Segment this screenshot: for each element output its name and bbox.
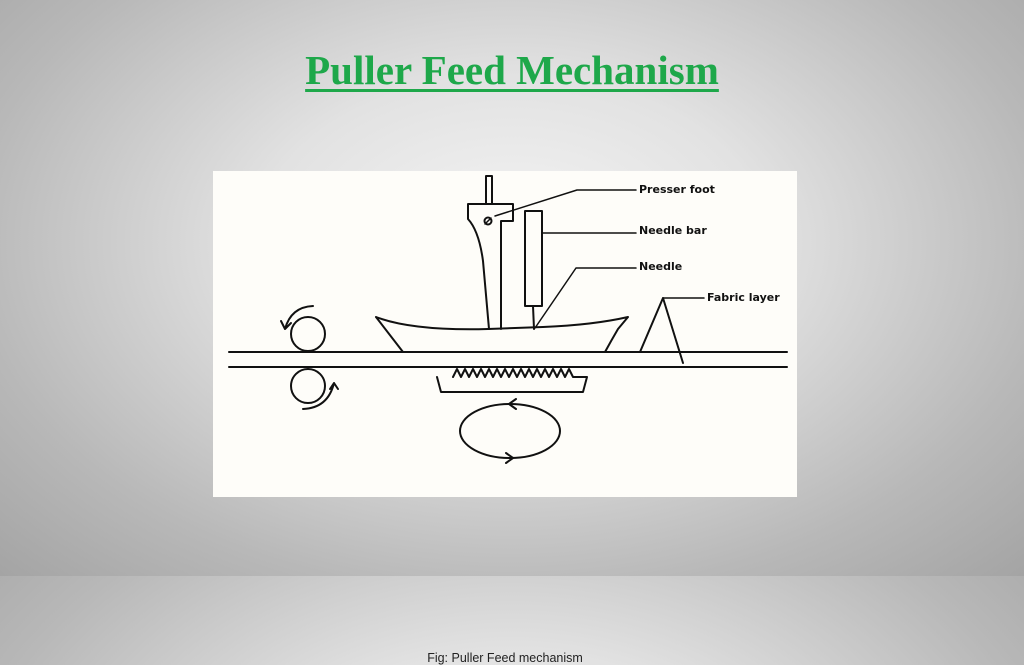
figure-caption: Fig: Puller Feed mechanism bbox=[427, 651, 583, 665]
puller-feed-diagram: Presser foot Needle bar Needle Fabric la… bbox=[213, 171, 797, 665]
pointer-needle bbox=[534, 267, 637, 329]
presser-foot-base bbox=[375, 316, 629, 353]
top-roller-arrow bbox=[280, 305, 314, 330]
fabric-layer-mark bbox=[639, 297, 684, 364]
bottom-roller-arrow bbox=[302, 382, 339, 410]
label-needle: Needle bbox=[639, 260, 682, 273]
feed-dog-motion-path bbox=[459, 403, 561, 459]
pointer-presser-foot bbox=[494, 189, 637, 217]
presser-foot-screw bbox=[483, 216, 493, 226]
presser-foot-shank bbox=[467, 175, 514, 330]
needle-bar bbox=[524, 210, 543, 307]
label-fabric-layer: Fabric layer bbox=[707, 291, 780, 304]
label-presser-foot: Presser foot bbox=[639, 183, 715, 196]
motion-arrow-bottom bbox=[505, 452, 514, 464]
feed-dog bbox=[436, 368, 588, 393]
label-needle-bar: Needle bar bbox=[639, 224, 707, 237]
top-puller-roller bbox=[290, 316, 326, 352]
bottom-puller-roller bbox=[290, 368, 326, 404]
motion-arrow-top bbox=[508, 398, 517, 410]
needle bbox=[532, 305, 535, 330]
slide-title: Puller Feed Mechanism bbox=[305, 47, 719, 93]
